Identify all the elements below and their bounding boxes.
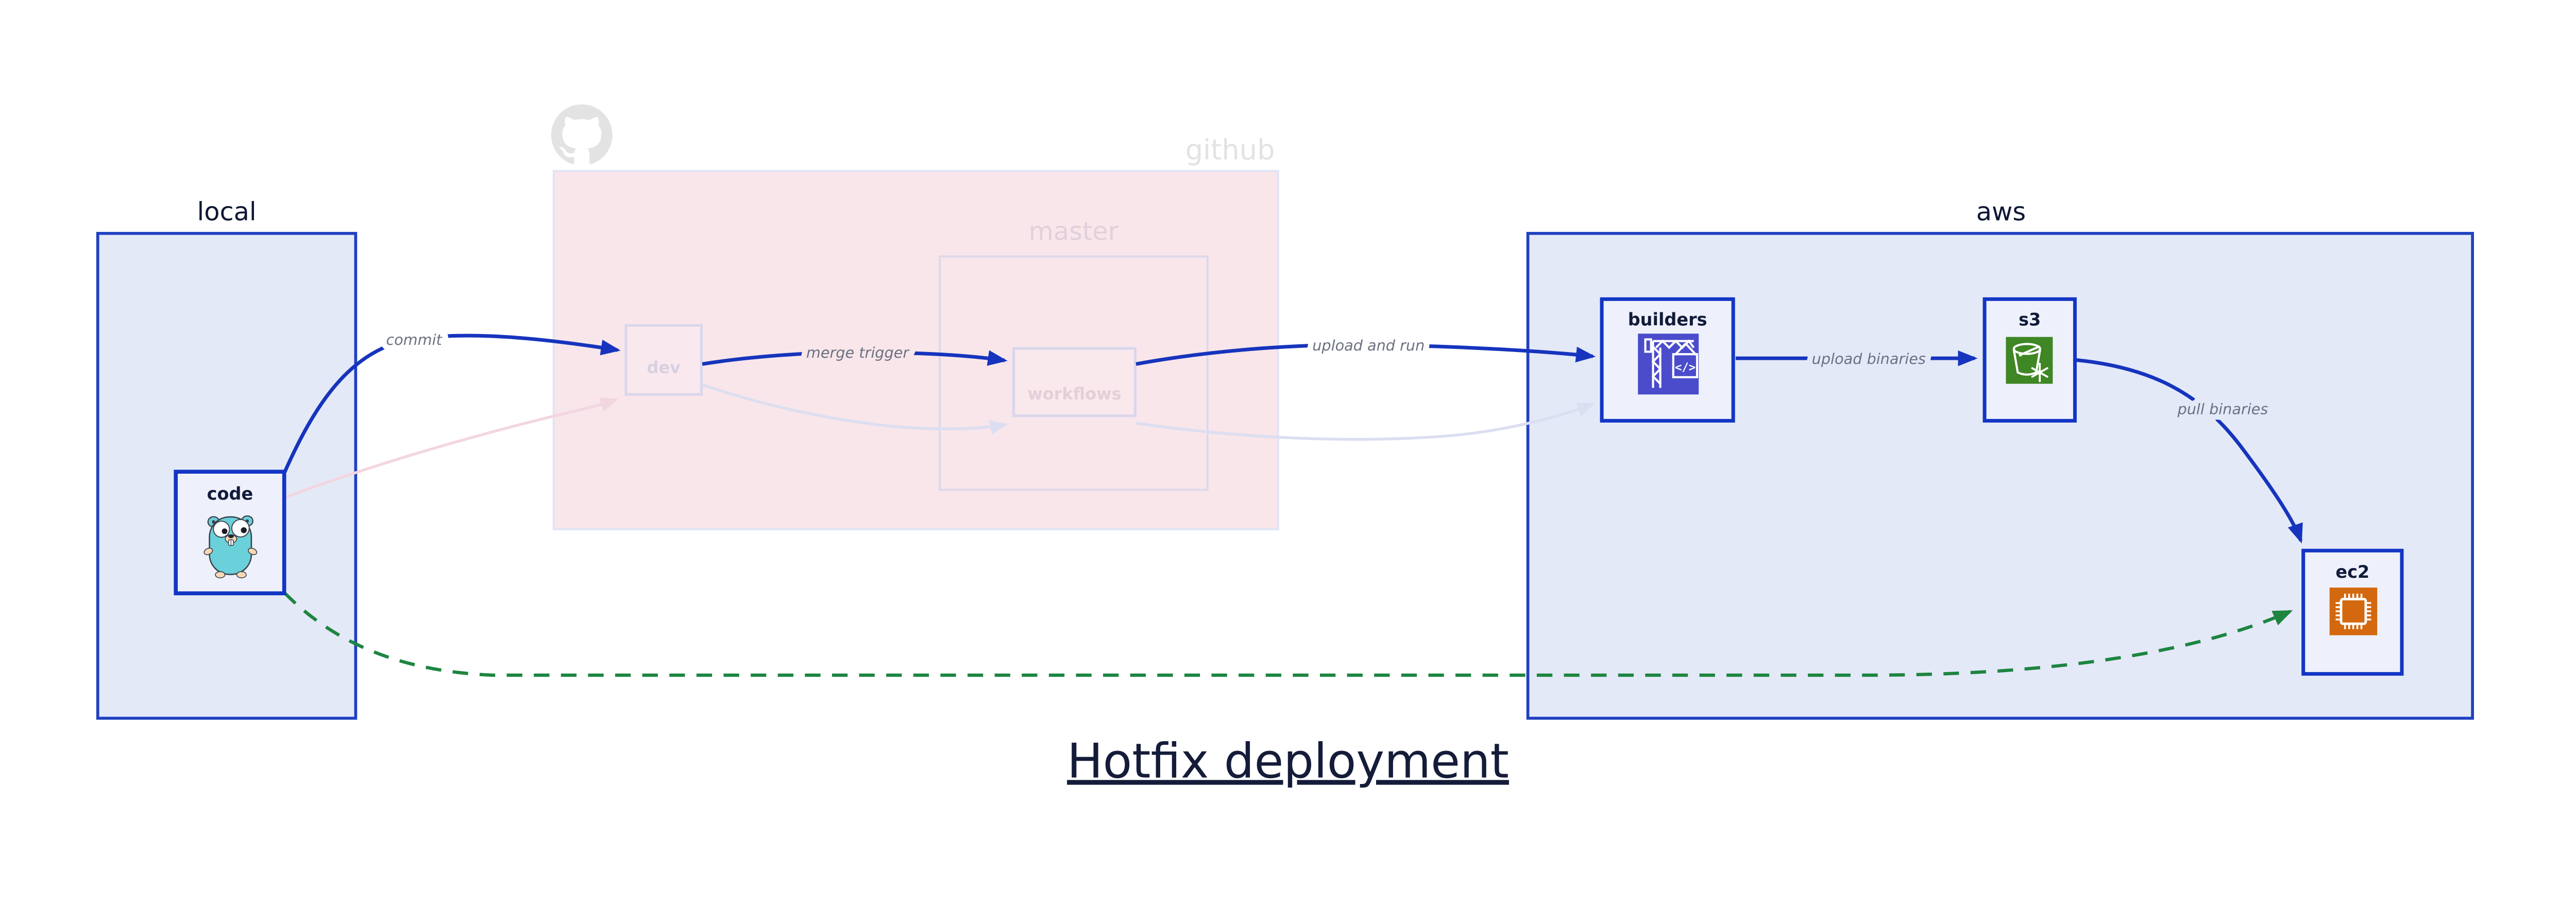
node-dev-box (624, 324, 703, 396)
edge-commit (281, 333, 621, 476)
edge-code-dev-faded (285, 397, 619, 499)
node-s3-label: s3 (2019, 309, 2041, 329)
node-dev: dev (624, 324, 703, 396)
edge-workflows-builders-faded (1136, 403, 1596, 441)
master-branch-box (939, 255, 1209, 491)
edge-pull-binaries-label: pull binaries (2177, 400, 2268, 418)
node-ec2: ec2 (2301, 548, 2404, 676)
edge-commit-label: commit (386, 331, 443, 348)
node-dev-label: dev (647, 358, 681, 377)
group-local: local (96, 196, 358, 720)
edge-merge-trigger (702, 350, 1008, 366)
node-builders: builders </> (1600, 297, 1735, 423)
github-region-label: github (1185, 133, 1275, 166)
edge-hotfix-dashed (283, 591, 2293, 677)
go-gopher-icon (204, 515, 258, 578)
s3-glacier-bucket-icon (2006, 337, 2053, 384)
node-code: code (174, 470, 286, 595)
node-builders-label: builders (1628, 309, 1707, 329)
edge-dev-workflows-faded (702, 383, 1008, 435)
edge-upload-binaries-label: upload binaries (1812, 350, 1926, 368)
codebuild-crane-icon: </> (1638, 333, 1699, 395)
group-local-label: local (197, 196, 256, 226)
edge-upload-and-run-label: upload and run (1312, 337, 1425, 354)
github-region: github master dev workflows (551, 104, 1279, 530)
edge-upload-and-run (1136, 343, 1596, 366)
node-workflows-label: workflows (1027, 384, 1121, 404)
edge-pull-binaries (2075, 358, 2303, 544)
diagram-title: Hotfix deployment (1067, 733, 1509, 789)
node-workflows: workflows (1012, 347, 1137, 417)
node-workflows-box (1012, 347, 1137, 417)
node-ec2-label: ec2 (2335, 562, 2369, 582)
github-octocat-icon (551, 104, 613, 164)
edge-merge-trigger-label: merge trigger (806, 344, 910, 361)
ec2-chip-icon (2329, 587, 2378, 636)
node-code-label: code (207, 483, 253, 504)
svg-text:</>: </> (1675, 361, 1696, 374)
node-s3: s3 (1982, 297, 2077, 423)
master-branch-label: master (1029, 216, 1119, 246)
group-aws-label: aws (1976, 196, 2026, 226)
